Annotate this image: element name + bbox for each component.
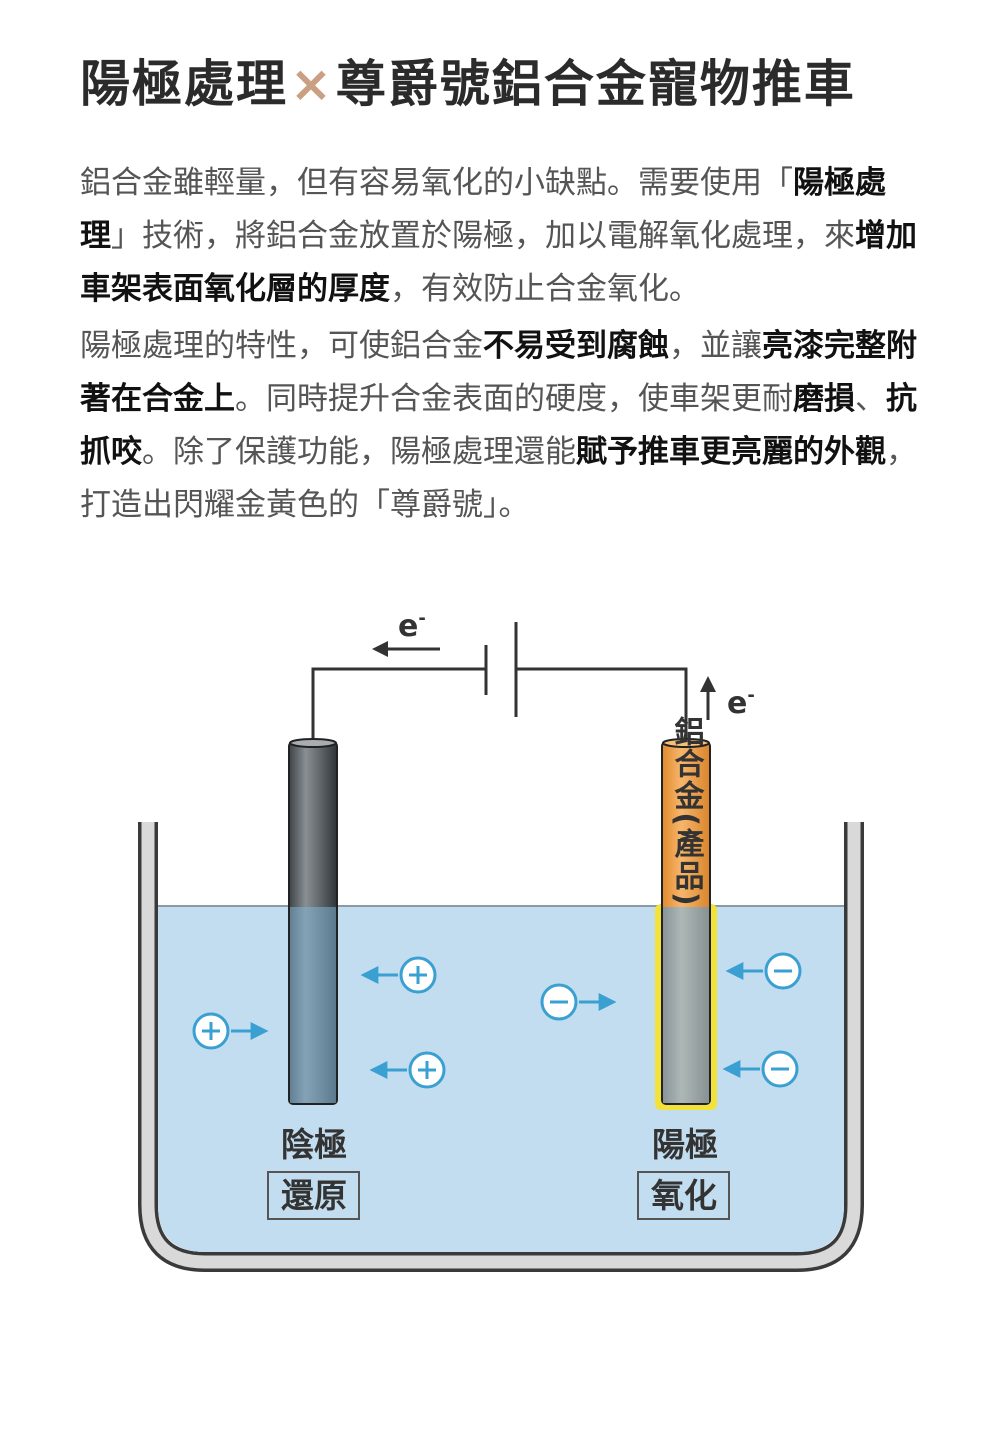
battery-symbol <box>484 622 518 717</box>
circuit-wire <box>311 667 688 742</box>
paragraph1-segment: 增加車架表面氧化層的厚度 <box>80 218 917 307</box>
ion-group <box>192 952 802 1089</box>
paragraph2-segment: 、 <box>855 381 886 417</box>
paragraph2-segment: 不易受到腐蝕 <box>483 328 669 364</box>
paragraph-features: 陽極處理的特性，可使鋁合金不易受到腐蝕，並讓亮漆完整附著在合金上。同時提升合金表… <box>80 320 925 532</box>
anion-upper-ion <box>725 952 802 990</box>
cation-upper-ion <box>360 956 437 994</box>
electrolyte-liquid <box>158 906 844 1252</box>
title-part1: 陽極處理 <box>80 55 288 113</box>
paragraph2-segment: 。同時提升合金表面的硬度，使車架更耐 <box>235 381 793 417</box>
paragraph2-segment: 抗抓咬 <box>80 381 917 470</box>
paragraph2-segment: 賦予推車更亮麗的外觀 <box>576 434 886 470</box>
paragraph1-segment: ，有效防止合金氧化。 <box>390 271 700 307</box>
paragraph2-segment: 陽極處理的特性，可使鋁合金 <box>80 328 483 364</box>
electron-arrow-left <box>372 641 440 657</box>
paragraph2-segment: ，並讓 <box>669 328 762 364</box>
paragraph2-segment: ，打造出閃耀金黃色的「尊爵號」。 <box>80 434 917 523</box>
cation-left-ion <box>192 1012 269 1050</box>
electron-label-right: e- <box>727 685 755 721</box>
title-separator: × <box>290 55 334 113</box>
electron-arrow-up <box>700 676 716 720</box>
anode-box-label: 氧化 <box>651 1176 717 1215</box>
electrolysis-tank <box>138 822 864 1272</box>
paragraph2-segment: 。除了保護功能，陽極處理還能 <box>142 434 576 470</box>
paragraph1-segment: 陽極處理 <box>80 165 886 254</box>
page-title: 陽極處理×尊爵號鋁合金寵物推車 <box>80 52 940 116</box>
anion-middle-ion <box>540 983 617 1021</box>
cathode-label: 陰極 <box>281 1125 347 1164</box>
anion-lower-ion <box>722 1050 799 1088</box>
title-part2: 尊爵號鋁合金寵物推車 <box>335 55 856 113</box>
cathode-rod <box>288 738 338 1105</box>
paragraph1-segment: 」技術，將鋁合金放置於陽極，加以電解氧化處理，來 <box>111 218 855 254</box>
anode-rod <box>655 738 717 1110</box>
cathode-box-label: 還原 <box>281 1176 347 1215</box>
paragraph2-segment: 磨損 <box>793 381 855 417</box>
anode-label: 陽極 <box>652 1125 718 1164</box>
electron-label-top: e- <box>398 608 426 644</box>
paragraph-intro: 鋁合金雖輕量，但有容易氧化的小缺點。需要使用「陽極處理」技術，將鋁合金放置於陽極… <box>80 157 925 316</box>
cathode-box <box>267 1171 360 1220</box>
paragraph2-segment: 亮漆完整附著在合金上 <box>80 328 917 417</box>
cation-lower-ion <box>369 1051 446 1089</box>
anode-rod-label: 鋁合金(產品) <box>669 716 706 908</box>
anode-box <box>637 1171 730 1220</box>
paragraph1-segment: 鋁合金雖輕量，但有容易氧化的小缺點。需要使用「 <box>80 165 793 201</box>
